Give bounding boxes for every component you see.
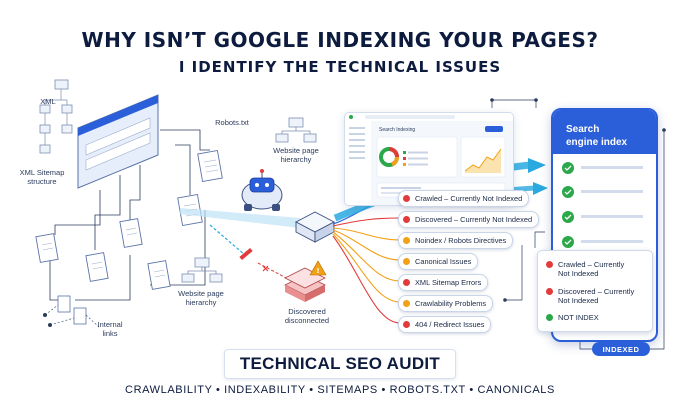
hierarchy-label-top: Website page hierarchy xyxy=(266,146,326,164)
check-row-4 xyxy=(562,236,643,248)
internal-links-icon xyxy=(43,295,101,329)
discovered-label-line1: Discovered xyxy=(288,307,326,316)
status-row-line1: NOT INDEX xyxy=(558,313,599,322)
headline: WHY ISN’T GOOGLE INDEXING YOUR PAGES? xyxy=(81,28,599,52)
hierarchy-label-top-line2: hierarchy xyxy=(280,155,312,164)
xml-sitemap-label: XML Sitemap structure xyxy=(14,168,70,186)
document-icons xyxy=(35,149,223,290)
dashboard-button xyxy=(485,126,503,132)
footer-keywords: CRAWLABILITY • INDEXABILITY • SITEMAPS •… xyxy=(125,384,555,396)
check-row-2 xyxy=(562,186,643,198)
status-row-text: Discovered – Currently Not Indexed xyxy=(558,287,634,305)
hierarchy-icon-top xyxy=(275,117,317,143)
document-text-lines xyxy=(41,159,219,278)
xml-label: XML xyxy=(40,97,56,106)
issue-pill-sitemap: XML Sitemap Errors xyxy=(398,274,489,291)
status-dot-red xyxy=(403,279,410,286)
issue-pill-discovered: Discovered – Currently Not Indexed xyxy=(398,211,540,228)
indexed-badge: INDEXED xyxy=(592,342,650,356)
status-row-line2: Not Indexed xyxy=(558,296,599,305)
internal-links-label-line1: Internal xyxy=(97,320,123,329)
robots-txt-label: Robots.txt xyxy=(215,118,249,127)
index-card-title: Search engine index xyxy=(566,123,627,149)
issue-label: Canonical Issues xyxy=(415,257,472,266)
status-dot-red xyxy=(403,216,410,223)
status-dot-red xyxy=(403,195,410,202)
crawler-robot-icon xyxy=(241,169,283,211)
issue-pill-crawled: Crawled – Currently Not Indexed xyxy=(398,190,530,207)
browser-window-icon xyxy=(77,94,159,189)
hierarchy-label-bottom-line2: hierarchy xyxy=(185,298,217,307)
check-row-3 xyxy=(562,211,643,223)
xml-sitemap-icon xyxy=(39,79,73,154)
crawl-beam xyxy=(180,208,300,228)
issue-label: Noindex / Robots Directives xyxy=(415,236,507,245)
hierarchy-icon-bottom xyxy=(181,257,223,283)
connector-dots xyxy=(490,98,666,302)
issue-label: Discovered – Currently Not Indexed xyxy=(415,215,533,224)
status-row-discovered: Discovered – Currently Not Indexed xyxy=(546,287,634,305)
central-server-icon xyxy=(295,211,335,243)
status-dot-orange xyxy=(403,258,410,265)
issue-label: Crawlability Problems xyxy=(415,299,487,308)
status-dot-red xyxy=(546,261,553,268)
status-dot-red xyxy=(546,288,553,295)
issue-pill-noindex: Noindex / Robots Directives xyxy=(398,232,514,249)
discovered-label-line2: disconnected xyxy=(284,316,330,325)
discovered-disconnected-label: Discovered disconnected xyxy=(276,307,338,325)
hierarchy-label-top-line1: Website page xyxy=(273,146,319,155)
status-row-crawled: Crawled – Currently Not Indexed xyxy=(546,260,624,278)
status-row-line2: Not Indexed xyxy=(558,269,599,278)
hierarchy-label-bottom-line1: Website page xyxy=(178,289,224,298)
disconnected-path xyxy=(209,224,291,281)
dashboard-title: Search Indexing xyxy=(379,127,416,133)
index-status-card: Crawled – Currently Not Indexed Discover… xyxy=(537,250,653,332)
status-dot-orange xyxy=(403,300,410,307)
status-dot-green xyxy=(546,314,553,321)
status-row-not-index: NOT INDEX xyxy=(546,313,599,322)
index-checklist xyxy=(562,162,643,248)
status-row-line1: Discovered – Currently xyxy=(558,287,635,296)
xml-sitemap-label-line2: structure xyxy=(27,177,57,186)
check-row-1 xyxy=(562,162,643,174)
issue-pill-redirect: 404 / Redirect Issues xyxy=(398,316,492,333)
index-title-line1: Search xyxy=(566,124,600,135)
site-connector-lines xyxy=(49,129,210,301)
status-dot-red xyxy=(403,321,410,328)
xml-sitemap-label-line1: XML Sitemap xyxy=(19,168,65,177)
index-card-header xyxy=(553,110,656,154)
status-dot-orange xyxy=(403,237,410,244)
svg-text:!: ! xyxy=(316,267,319,275)
internal-links-label-line2: links xyxy=(102,329,118,338)
internal-links-label: Internal links xyxy=(90,320,130,338)
technical-seo-audit-banner: TECHNICAL SEO AUDIT xyxy=(224,349,456,379)
status-row-line1: Crawled – Currently xyxy=(558,260,625,269)
disconnected-server-icon: ! xyxy=(284,260,327,302)
issue-pill-crawlability: Crawlability Problems xyxy=(398,295,494,312)
dashboard-graphics xyxy=(345,113,513,205)
status-row-text: NOT INDEX xyxy=(558,313,599,322)
issue-label: 404 / Redirect Issues xyxy=(415,320,485,329)
issue-pill-canonical: Canonical Issues xyxy=(398,253,479,270)
subheadline: I IDENTIFY THE TECHNICAL ISSUES xyxy=(178,58,502,76)
index-title-line2: engine index xyxy=(566,137,628,148)
hierarchy-label-bottom: Website page hierarchy xyxy=(171,289,231,307)
status-row-text: Crawled – Currently Not Indexed xyxy=(558,260,624,278)
index-outline-connectors xyxy=(491,99,665,350)
issue-label: Crawled – Currently Not Indexed xyxy=(415,194,523,203)
issue-label: XML Sitemap Errors xyxy=(415,278,482,287)
